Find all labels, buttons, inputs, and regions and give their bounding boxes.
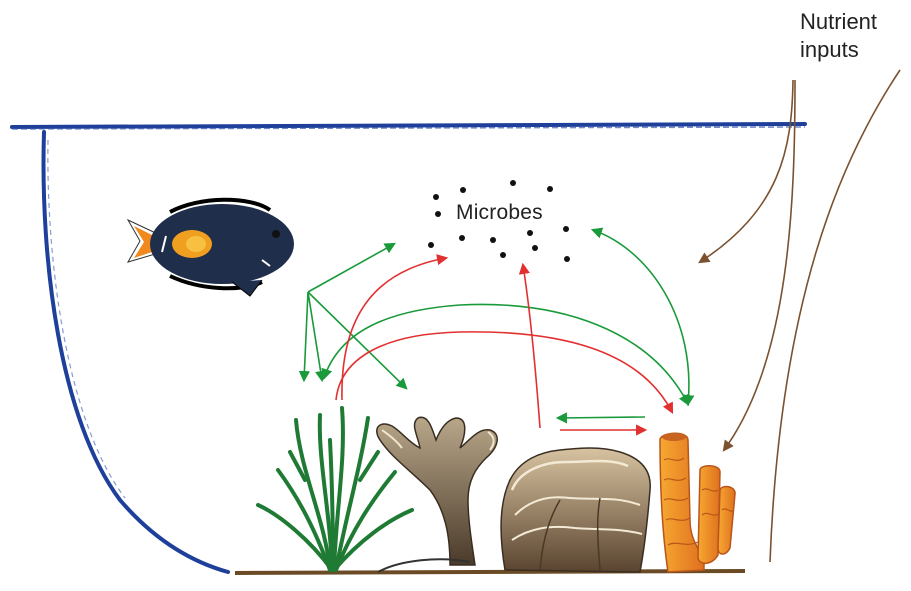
nutrient-inputs-line2: inputs xyxy=(800,36,877,64)
sponge-icon xyxy=(660,433,735,572)
nutrient-inputs-label: Nutrient inputs xyxy=(800,8,877,64)
green-arrow-sponge-microbes xyxy=(593,230,689,404)
nutrient-inputs-line1: Nutrient xyxy=(800,8,877,36)
green-arrow-to-microbes xyxy=(308,244,394,292)
microbes-label: Microbes xyxy=(456,201,543,225)
fish-icon xyxy=(128,200,294,296)
green-arrow-to-coral xyxy=(308,292,406,388)
green-arrow-to-seagrass-left xyxy=(304,292,308,380)
red-arrow-seagrass-to-sponge xyxy=(336,332,672,412)
red-arrow-plate-to-microbes xyxy=(523,265,540,428)
green-arrow-sponge-to-seagrass xyxy=(324,304,688,404)
nutrient-line-to-bottom xyxy=(770,70,900,562)
green-arrow-sponge-to-plate xyxy=(558,417,645,418)
red-arrow-seagrass-to-microbes xyxy=(342,258,446,400)
plate-coral-icon xyxy=(501,448,650,572)
nutrient-arrow-to-water xyxy=(700,80,793,262)
red-arrows xyxy=(336,258,672,430)
branching-coral-icon xyxy=(377,417,497,565)
green-arrow-to-seagrass-right xyxy=(308,292,322,380)
green-arrows xyxy=(304,230,689,418)
